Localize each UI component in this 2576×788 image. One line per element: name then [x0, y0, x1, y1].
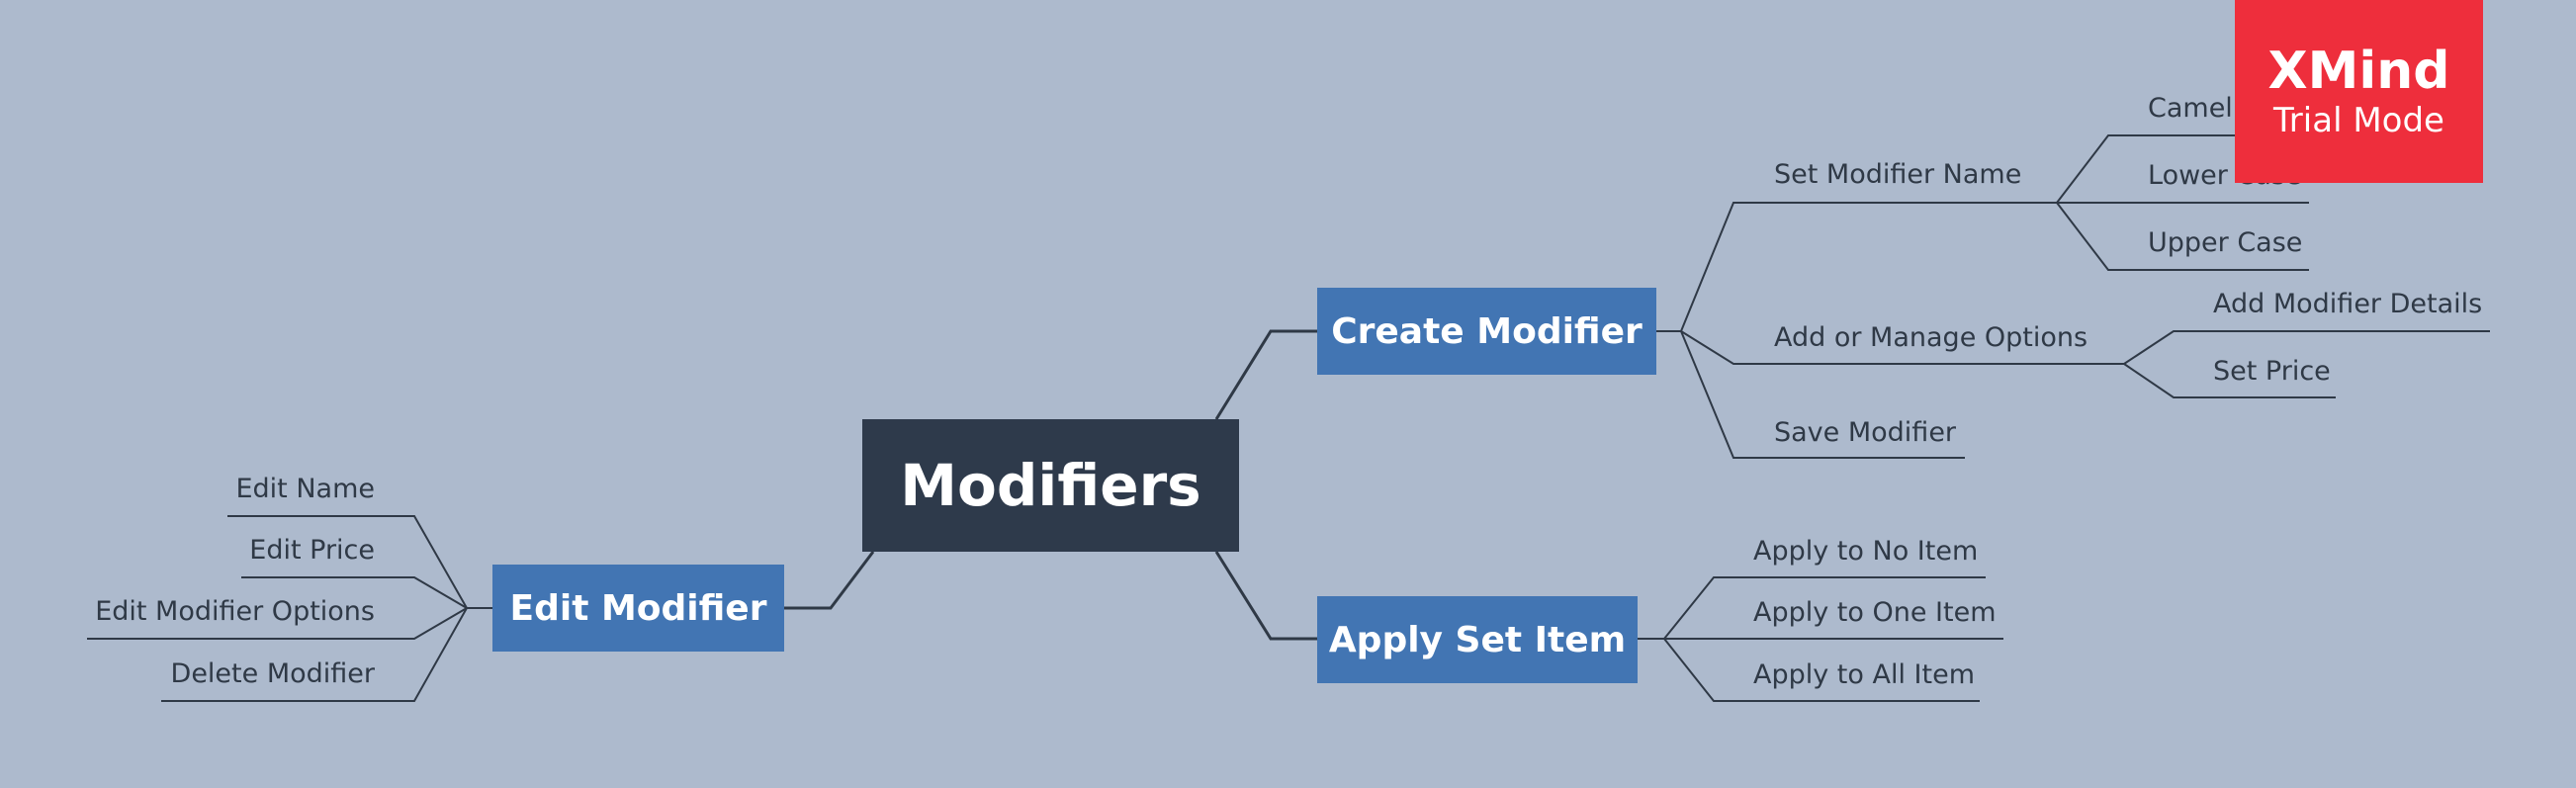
subtopic-apply-to-no-item[interactable]: Apply to No Item [1753, 536, 1979, 567]
topic-edit-modifier[interactable]: Edit Modifier [492, 565, 784, 652]
watermark-title: XMind [2267, 42, 2450, 102]
watermark-subtitle: Trial Mode [2273, 100, 2444, 140]
xmind-trial-watermark: XMind Trial Mode [2235, 0, 2483, 183]
subtopic-delete-modifier[interactable]: Delete Modifier [170, 658, 375, 689]
subtopic-apply-to-all-item[interactable]: Apply to All Item [1753, 659, 1976, 690]
subtopic-save-modifier[interactable]: Save Modifier [1774, 417, 1957, 448]
subtopic-add-modifier-details[interactable]: Add Modifier Details [2213, 289, 2483, 319]
root-topic[interactable]: Modifiers [862, 419, 1239, 552]
topic-create-modifier[interactable]: Create Modifier [1317, 288, 1656, 375]
subtopic-set-price[interactable]: Set Price [2213, 356, 2331, 387]
topic-apply-set-item[interactable]: Apply Set Item [1317, 596, 1638, 683]
subtopic-add-or-manage-options[interactable]: Add or Manage Options [1774, 322, 2088, 353]
subtopic-apply-to-one-item[interactable]: Apply to One Item [1753, 597, 1997, 628]
subtopic-set-modifier-name[interactable]: Set Modifier Name [1774, 159, 2022, 190]
subtopic-edit-modifier-options[interactable]: Edit Modifier Options [95, 596, 375, 627]
subtopic-edit-price[interactable]: Edit Price [249, 535, 375, 566]
subtopic-upper-case[interactable]: Upper Case [2148, 227, 2303, 258]
subtopic-edit-name[interactable]: Edit Name [235, 474, 375, 504]
